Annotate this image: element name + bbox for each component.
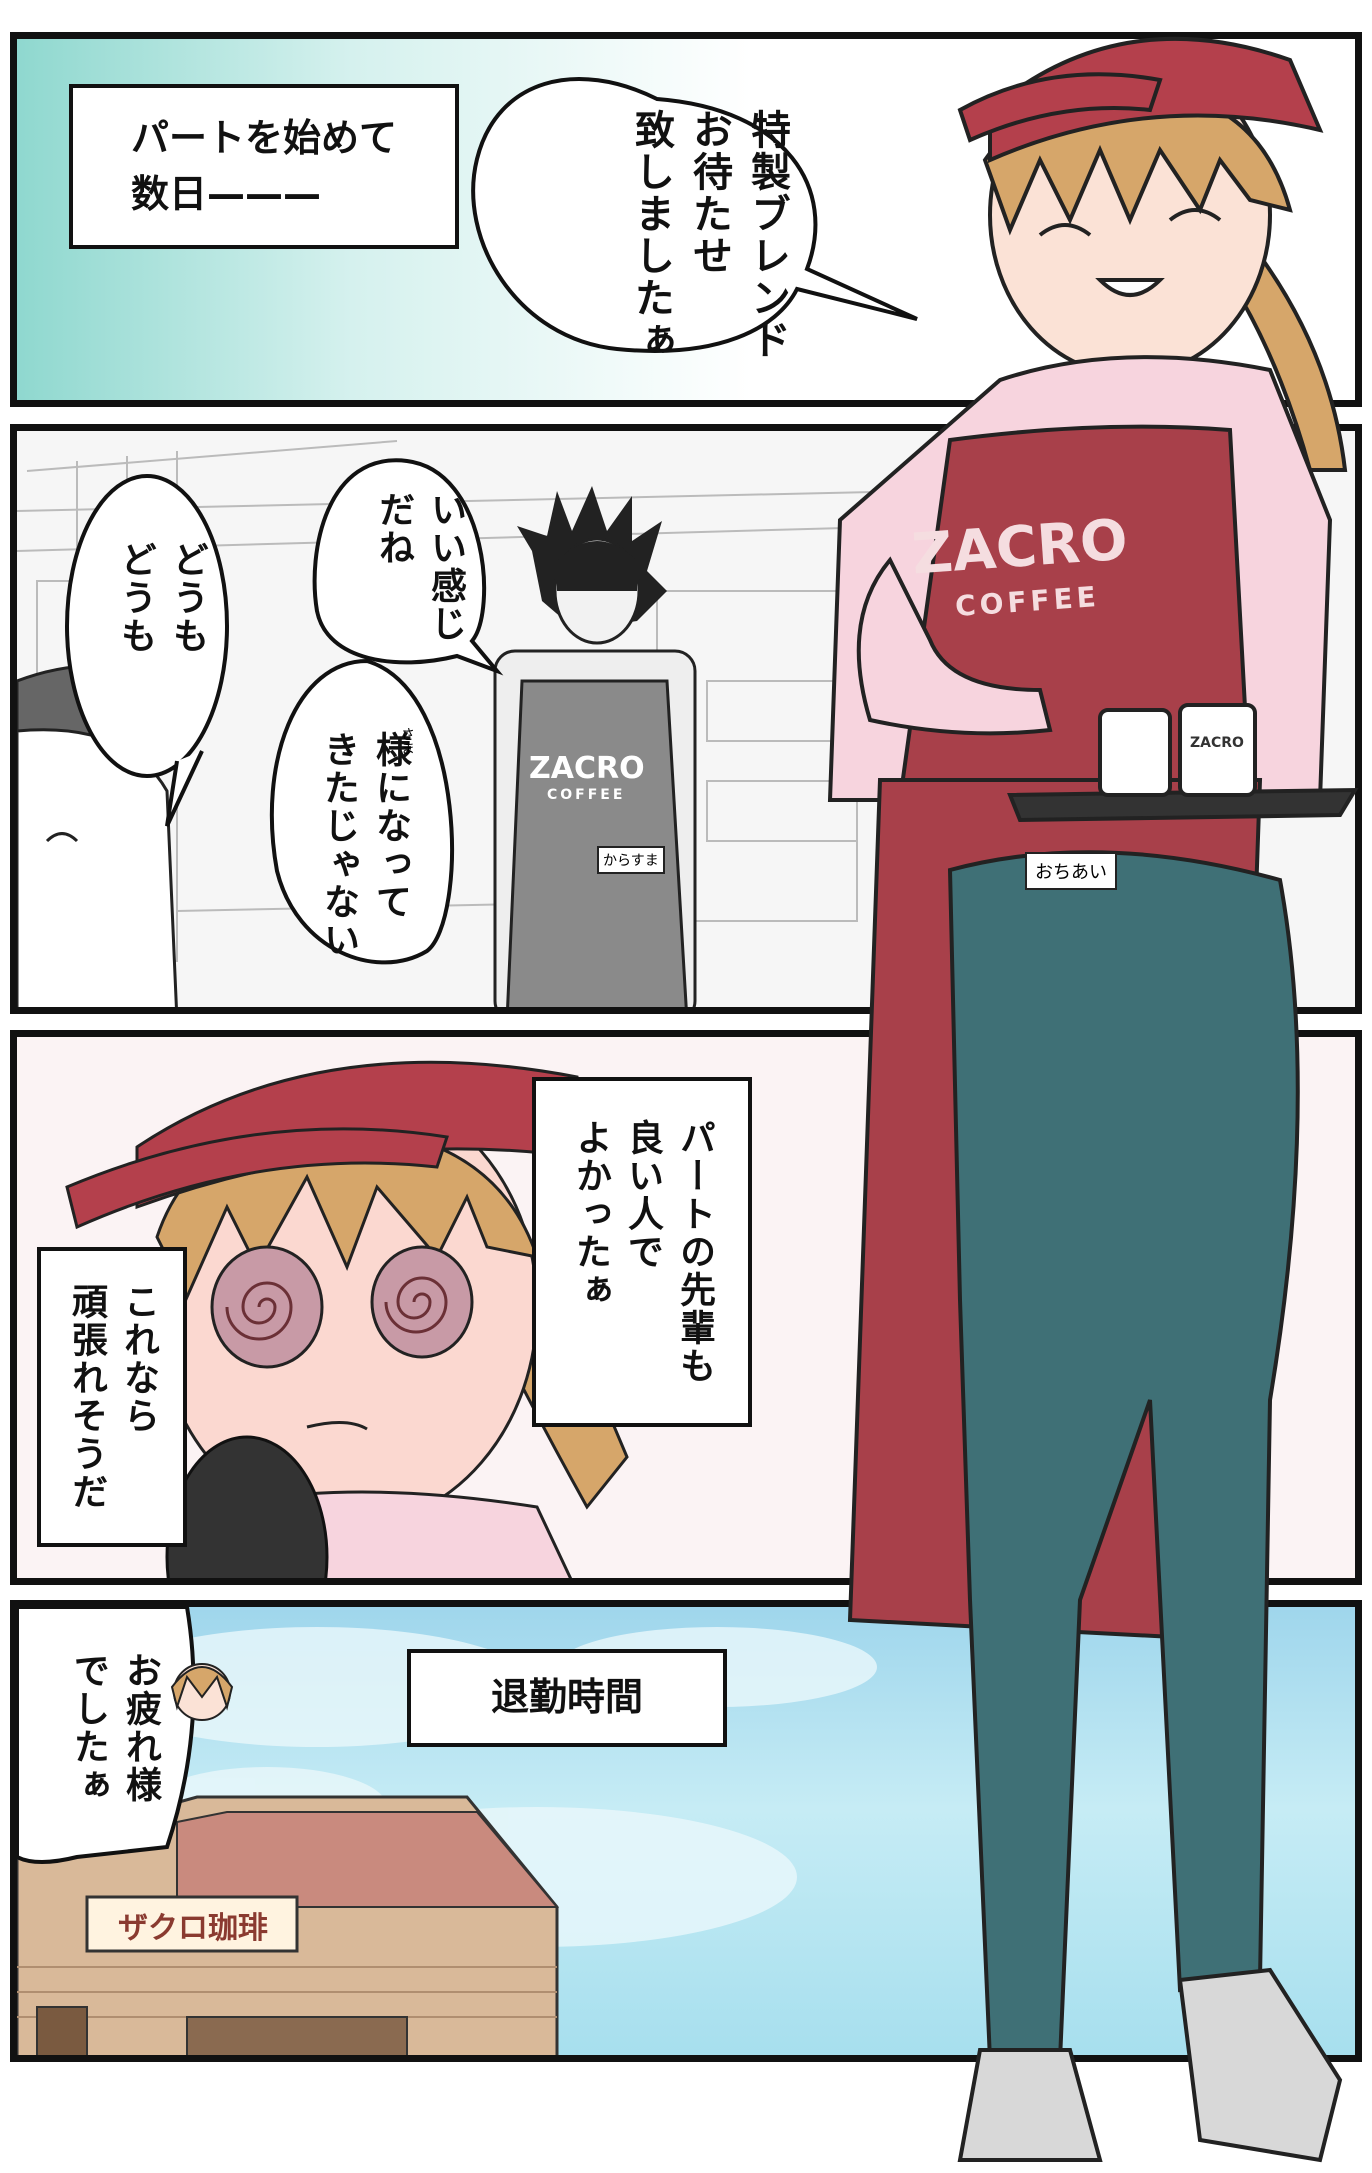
panel-4: お疲れ様 でしたぁ 退勤時間 ザクロ珈琲 — [10, 1600, 1362, 2062]
coworker-nametag: からすま — [597, 846, 665, 874]
panel-1-speech: 特製ブレンド お待たせ 致しましたぁ — [628, 109, 790, 361]
panel-1-caption: パートを始めて 数日——— — [130, 116, 397, 216]
panel-4-caption-box: 退勤時間 — [407, 1649, 727, 1747]
panel-3-caption-right: パートの先輩も 良い人で よかったぁ — [570, 1119, 715, 1385]
panel-4-speech: お疲れ様 でしたぁ — [68, 1652, 161, 1804]
panel-3: パートの先輩も 良い人で よかったぁ これなら 頑張れそうだ — [10, 1030, 1362, 1585]
coworker-figure — [493, 486, 697, 1007]
panel-2-speech-center-bottom: 様になって きたじゃない — [318, 731, 411, 959]
panel-3-caption-right-box: パートの先輩も 良い人で よかったぁ — [532, 1077, 752, 1427]
panel-3-caption-left-box: これなら 頑張れそうだ — [37, 1247, 187, 1547]
panel-2-speech-center-top: いい感じ だね — [373, 491, 466, 643]
panel-1: パートを始めて 数日——— 特製ブレンド お待たせ 致しましたぁ — [10, 32, 1362, 407]
coworker-apron-logo: ZACRO — [529, 751, 645, 786]
panel-2-speech-left: どうも どうも — [115, 541, 208, 655]
panel-4-caption: 退勤時間 — [490, 1675, 643, 1720]
coworker-apron-sub: COFFEE — [547, 787, 626, 803]
panel-3-caption-left: これなら 頑張れそうだ — [66, 1283, 159, 1511]
panel-2-ruby: さま — [399, 727, 415, 755]
panel-1-caption-box: パートを始めて 数日——— — [69, 84, 459, 249]
panel-1-bubble-shape — [471, 77, 918, 353]
main-cup-logo: ZACRO — [1190, 735, 1244, 751]
main-nametag: おちあい — [1025, 852, 1117, 890]
panel-2: どうも どうも いい感じ だね 様になって きたじゃない さま ZACRO CO… — [10, 424, 1362, 1014]
shop-sign: ザクロ珈琲 — [118, 1911, 268, 1946]
panel-2-background-art — [17, 440, 918, 1007]
